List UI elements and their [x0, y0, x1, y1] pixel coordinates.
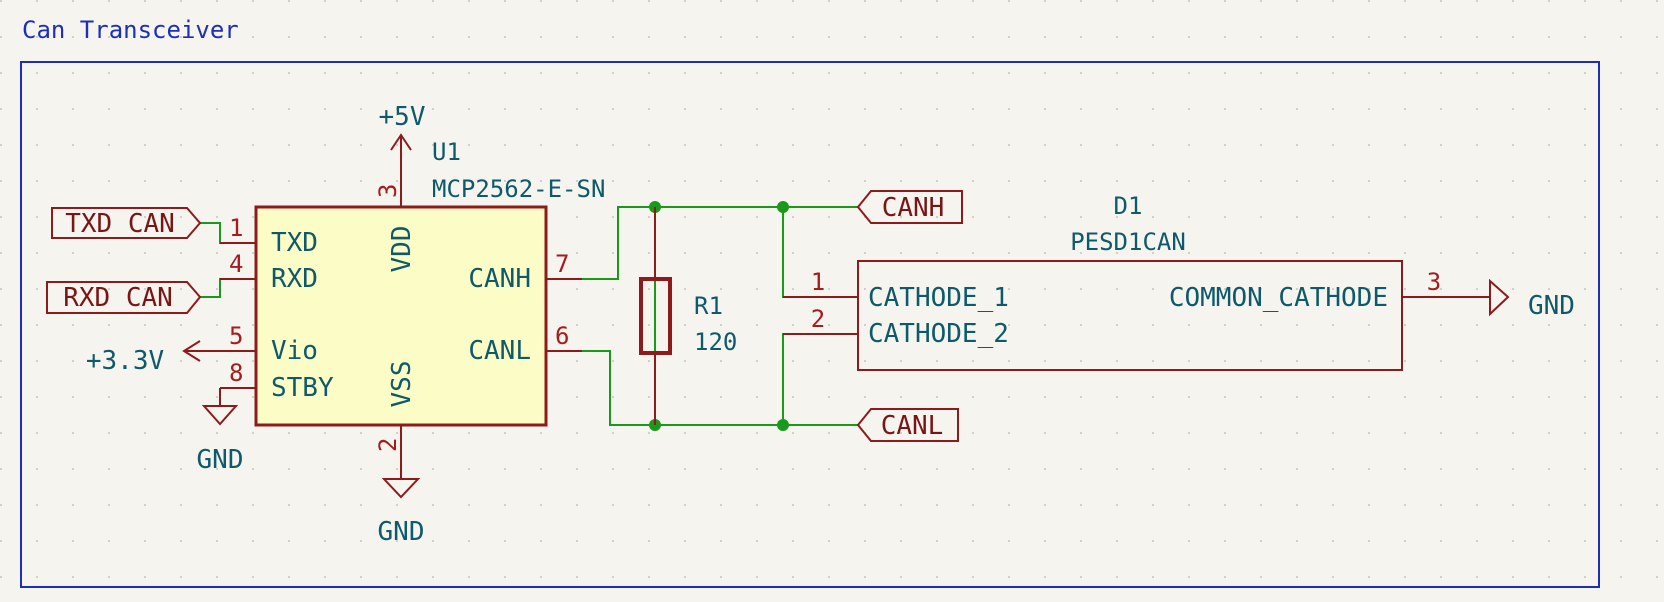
r1-body — [639, 277, 672, 355]
label-canl-text: CANL — [881, 411, 944, 441]
u1-pin-txd-name: TXD — [271, 228, 318, 258]
u1-pin-rxd-name: RXD — [271, 264, 318, 294]
d1-body — [857, 260, 1403, 371]
u1-pin-canh-number: 7 — [555, 250, 569, 278]
d1-pin-cathode2-number: 2 — [811, 305, 825, 333]
u1-pin-vdd-number: 3 — [374, 184, 402, 198]
d1-pin-common-number: 3 — [1427, 268, 1441, 296]
u1-pin-vss-number: 2 — [374, 438, 402, 452]
label-canh-shape — [856, 190, 963, 224]
label-rxd-can-text: RXD CAN — [63, 283, 173, 313]
r1-symbol[interactable]: R1 120 — [639, 207, 737, 425]
u1-symbol[interactable]: U1 MCP2562-E-SN 1 4 5 8 7 6 3 2 TXD RXD … — [220, 138, 605, 461]
d1-pin-cathode1-number: 1 — [811, 268, 825, 296]
power-3v3-label: +3.3V — [86, 346, 164, 376]
power-5v[interactable]: +5V — [379, 102, 426, 171]
sheet-title: Can Transceiver — [22, 16, 239, 44]
d1-pin-cathode2-name: CATHODE_2 — [868, 319, 1009, 349]
junction-canh-d1 — [777, 201, 789, 213]
u1-value: MCP2562-E-SN — [432, 175, 605, 203]
d1-symbol[interactable]: D1 PESD1CAN 1 2 3 CATHODE_1 CATHODE_2 CO… — [783, 192, 1490, 371]
r1-reference: R1 — [694, 292, 723, 320]
d1-reference: D1 — [1114, 192, 1143, 220]
label-canl[interactable]: CANL — [856, 408, 959, 442]
power-gnd-vss[interactable]: GND — [378, 461, 425, 547]
label-rxd-can-shape — [46, 281, 202, 314]
u1-pin-txd-number: 1 — [229, 214, 243, 242]
label-canl-shape — [856, 408, 959, 442]
d1-pin-common-name: COMMON_CATHODE — [1169, 283, 1388, 313]
power-gnd-stby[interactable]: GND — [197, 388, 244, 475]
power-5v-label: +5V — [379, 102, 426, 132]
power-gnd-stby-label: GND — [197, 445, 244, 475]
label-rxd-can[interactable]: RXD CAN — [46, 281, 202, 314]
u1-reference: U1 — [432, 138, 461, 166]
power-gnd-d1-label: GND — [1528, 291, 1575, 321]
u1-pin-vdd-name: VDD — [387, 226, 417, 273]
u1-pin-rxd-number: 4 — [229, 250, 243, 278]
u1-pin-canl-number: 6 — [555, 322, 569, 350]
gnd-vss-triangle — [381, 478, 421, 499]
d1-pin-cathode1-name: CATHODE_1 — [868, 283, 1009, 313]
d1-value: PESD1CAN — [1070, 228, 1186, 256]
u1-pins — [220, 171, 582, 461]
label-canh[interactable]: CANH — [856, 190, 963, 224]
sheet-border — [20, 61, 1600, 588]
label-txd-can[interactable]: TXD CAN — [51, 207, 202, 239]
u1-pin-stby-name: STBY — [271, 373, 334, 403]
u1-body — [254, 205, 548, 427]
u1-pin-vio-name: Vio — [271, 336, 318, 366]
label-canh-text: CANH — [882, 193, 945, 223]
power-gnd-vss-label: GND — [378, 517, 425, 547]
u1-pin-vio-number: 5 — [229, 322, 243, 350]
label-txd-can-shape — [51, 207, 202, 239]
u1-pin-canl-name: CANL — [468, 336, 531, 366]
gnd-stby-triangle — [201, 405, 239, 426]
u1-pin-stby-number: 8 — [229, 359, 243, 387]
r1-value: 120 — [694, 328, 737, 356]
u1-pin-vss-name: VSS — [387, 361, 417, 408]
label-txd-can-text: TXD CAN — [65, 209, 175, 239]
power-3v3[interactable]: +3.3V — [86, 340, 220, 376]
u1-pin-canh-name: CANH — [468, 264, 531, 294]
junction-canl-d1 — [777, 419, 789, 431]
power-3v3-arrow — [182, 340, 201, 362]
